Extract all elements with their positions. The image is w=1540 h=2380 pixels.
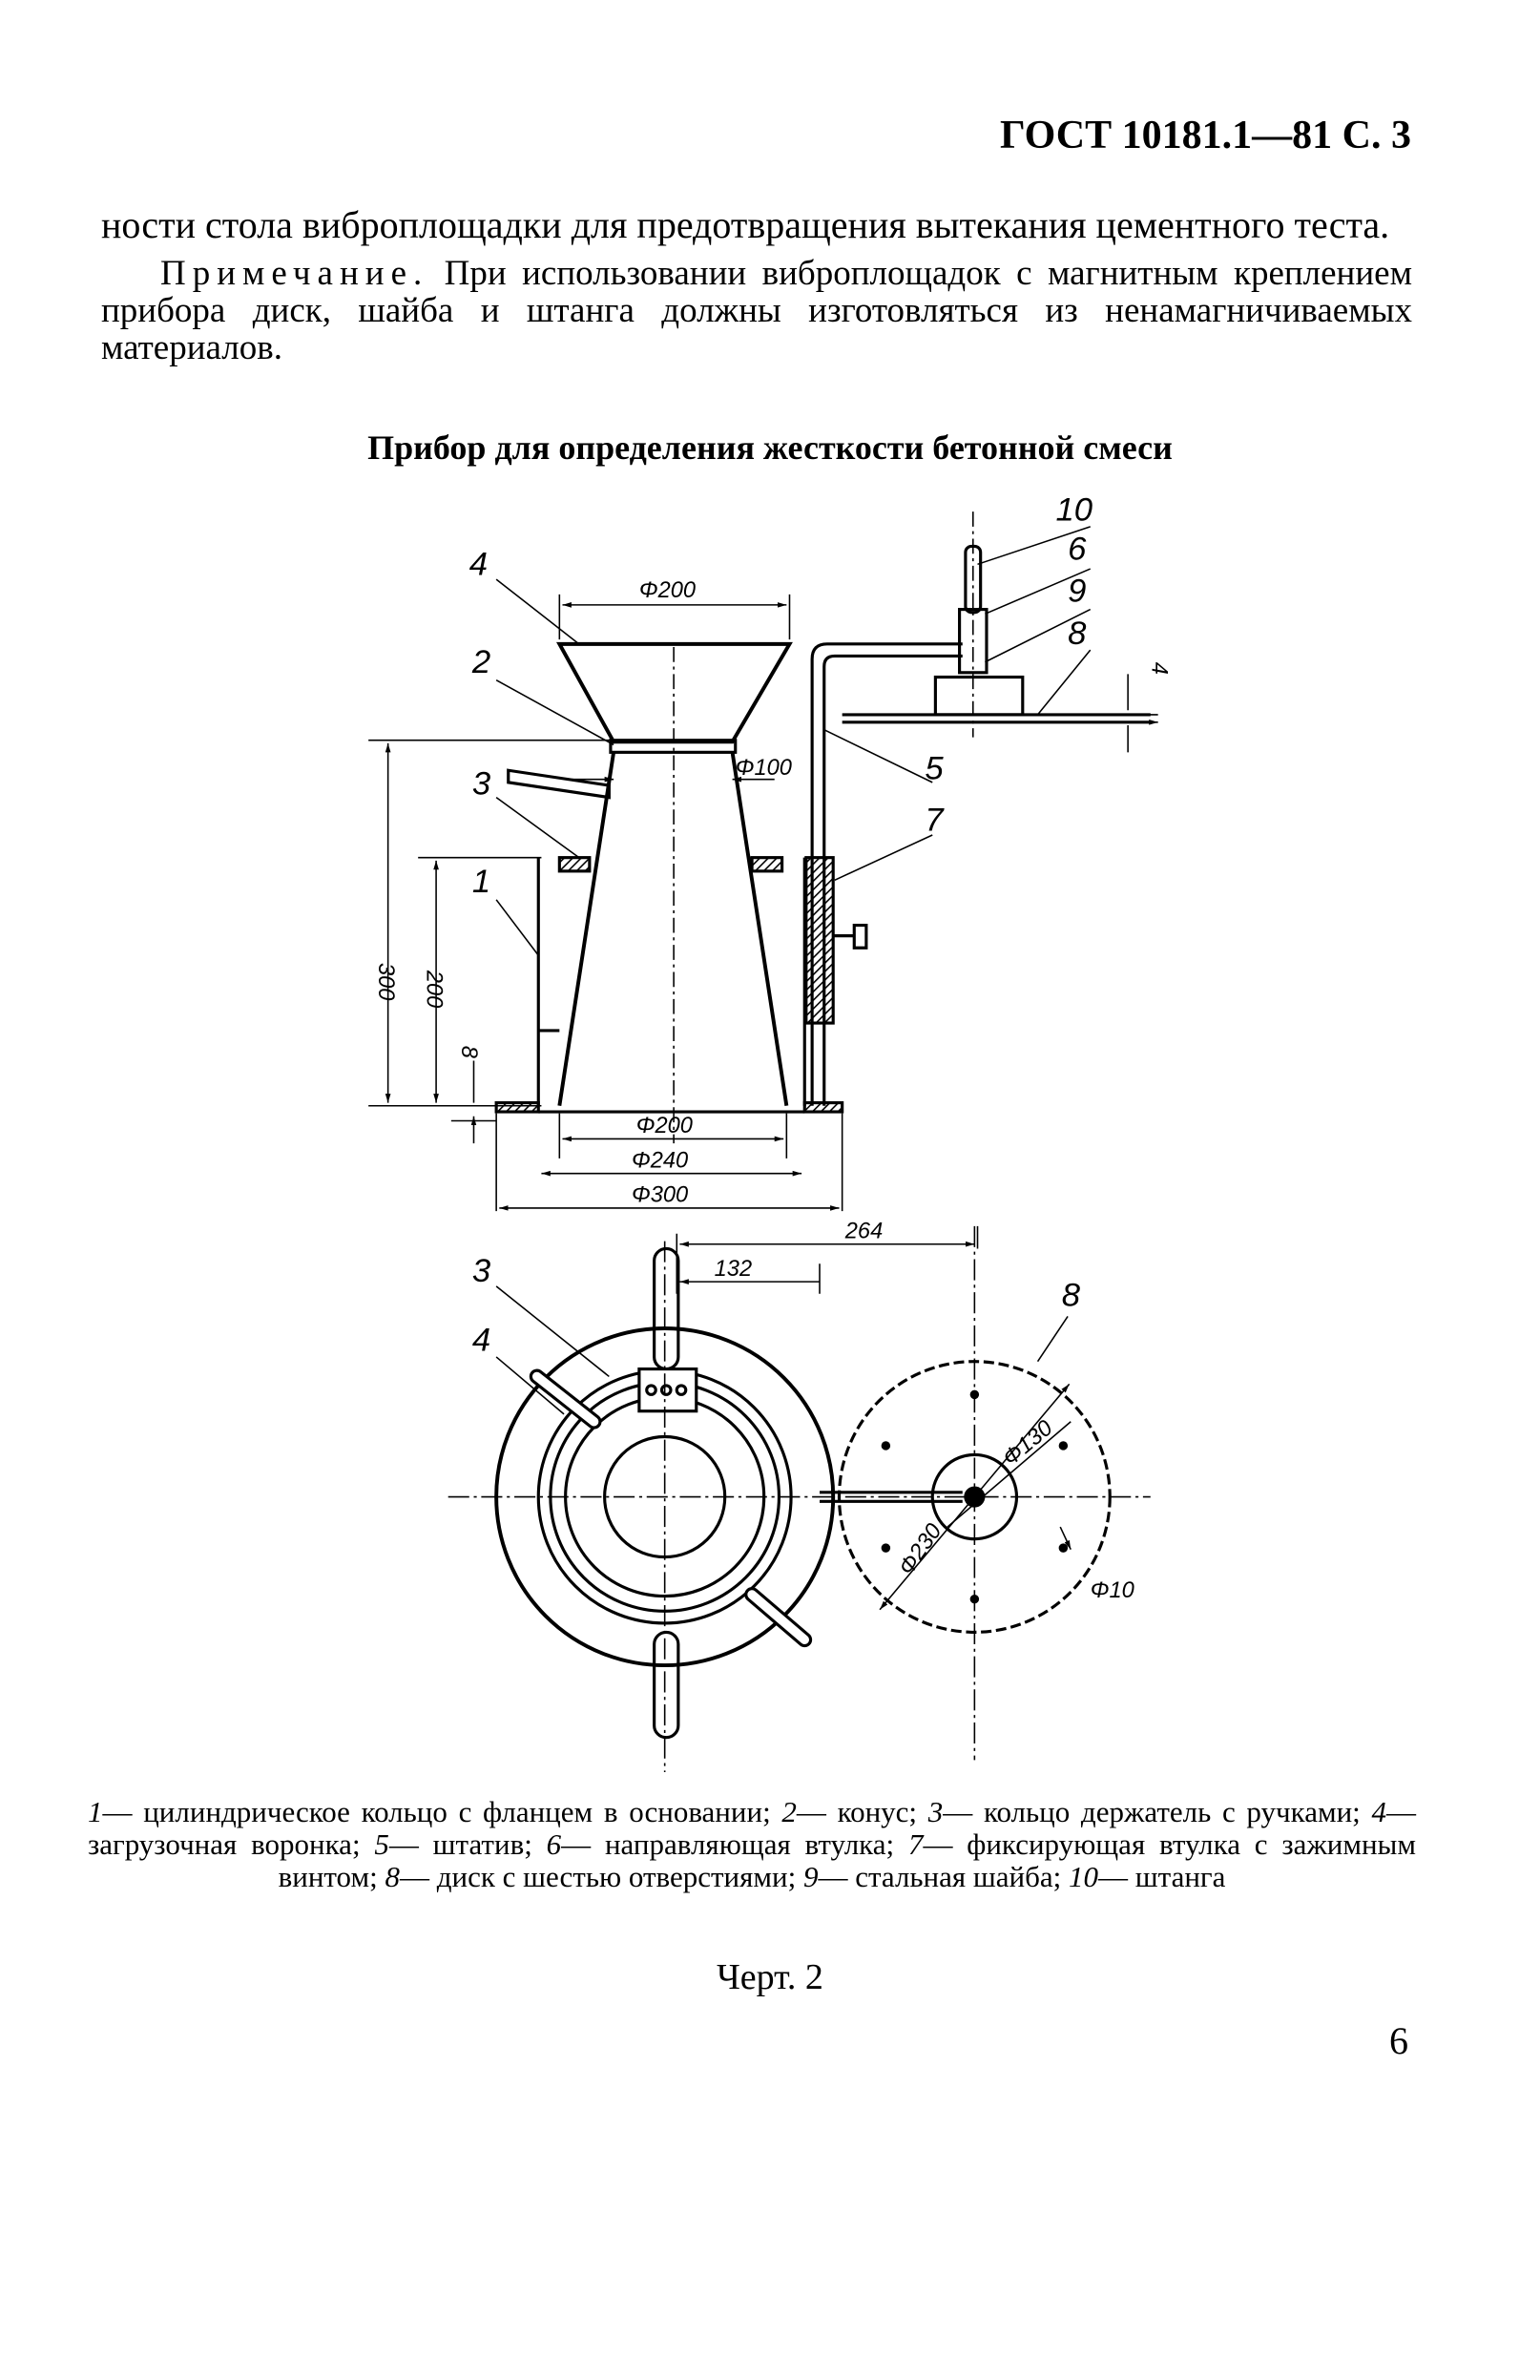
guide-sleeve — [958, 608, 989, 675]
dim-base-200: Φ200 — [636, 1114, 693, 1138]
label-10: 10 — [1055, 492, 1093, 529]
label-8-plan: 8 — [1062, 1277, 1081, 1313]
clamp-screw — [833, 924, 868, 950]
legend-num: 3 — [927, 1795, 944, 1828]
label-3-plan: 3 — [472, 1253, 490, 1289]
figure-legend: 1— цилиндрическое кольцо с фланцем в осн… — [88, 1796, 1416, 1893]
dim-300: Φ300 — [632, 1183, 688, 1208]
cone — [557, 752, 789, 1107]
legend-text: — стальная шайба; — [818, 1860, 1070, 1893]
disk — [842, 713, 1151, 724]
label-3: 3 — [472, 765, 490, 802]
holder-ring-right — [750, 856, 784, 873]
label-4: 4 — [469, 546, 488, 582]
label-6: 6 — [1068, 532, 1087, 568]
label-2: 2 — [471, 644, 490, 680]
dim-10: Φ10 — [1091, 1578, 1134, 1603]
label-1: 1 — [472, 864, 490, 900]
dim-height-200: 200 — [422, 970, 447, 1008]
elevation-view — [368, 511, 1157, 1294]
legend-text: — конус; — [796, 1795, 928, 1828]
note-text: При использовании виброплощадок с магнит… — [101, 254, 1412, 367]
legend-text: — кольцо держатель с ручками; — [943, 1795, 1372, 1828]
legend-text: — цилиндрическое кольцо с фланцем в осно… — [102, 1795, 782, 1828]
document-header: ГОСТ 10181.1—81 С. 3 — [999, 114, 1411, 157]
stand — [810, 642, 963, 1106]
legend-num: 2 — [781, 1795, 797, 1828]
legend-num: 8 — [385, 1860, 400, 1893]
top-handle — [653, 1246, 680, 1371]
dim-height-8: 8 — [456, 1046, 481, 1058]
dim-240: Φ240 — [632, 1148, 688, 1173]
legend-num: 10 — [1069, 1860, 1099, 1893]
label-8: 8 — [1068, 616, 1087, 652]
bottom-handle — [653, 1630, 680, 1740]
drawing-labels: 4 2 3 1 10 6 9 8 5 7 3 4 8 — [469, 492, 1093, 1359]
label-4-plan: 4 — [472, 1323, 490, 1359]
page-number: 6 — [1389, 2019, 1408, 2062]
label-9: 9 — [1068, 574, 1086, 610]
legend-text: — штанга — [1098, 1860, 1226, 1893]
flange-left — [494, 1101, 540, 1114]
dim-130: Φ130 — [998, 1416, 1057, 1472]
legend-text: — направляющая втулка; — [561, 1827, 908, 1861]
dim-230: Φ230 — [894, 1519, 947, 1579]
dim-height-300: 300 — [373, 963, 398, 1000]
label-5: 5 — [925, 751, 944, 787]
legend-num: 5 — [374, 1827, 389, 1861]
figure-number: Черт. 2 — [717, 1957, 823, 1997]
legend-text: — штатив; — [388, 1827, 547, 1861]
holder-ring-left — [557, 856, 592, 873]
legend-text: — диск с шестью отверстиями; — [399, 1860, 803, 1893]
legend-num: 1 — [88, 1795, 103, 1828]
legend-num: 9 — [802, 1860, 819, 1893]
body-text: ности стола виброплощадки для предотвращ… — [101, 202, 1412, 366]
dim-neck-diameter: Φ100 — [736, 756, 792, 781]
legend-num: 7 — [907, 1827, 924, 1861]
plan-view — [447, 1225, 1151, 1772]
dim-top-diameter: Φ200 — [639, 578, 696, 603]
dim-thickness-4: 4 — [1146, 662, 1171, 675]
washer — [933, 675, 1025, 717]
legend-num: 4 — [1371, 1795, 1386, 1828]
legend-text: — фиксирующая втулка с зажимным винтом; — [278, 1827, 1417, 1893]
legend-text: — загрузочная воронка; — [88, 1795, 1416, 1861]
fixing-sleeve — [804, 856, 835, 1025]
legend-num: 6 — [546, 1827, 562, 1861]
dim-132: 132 — [715, 1257, 752, 1282]
dimension-labels: Φ200 Φ100 300 200 8 4 Φ200 Φ240 Φ300 264… — [373, 578, 1171, 1603]
note-label: Примечание. — [160, 254, 429, 293]
note: Примечание. При использовании виброплоща… — [101, 255, 1412, 366]
paragraph: ности стола виброплощадки для предотвращ… — [101, 203, 1390, 246]
label-7: 7 — [925, 802, 945, 838]
handle — [507, 768, 611, 800]
dim-264: 264 — [844, 1219, 883, 1243]
figure-title: Прибор для определения жесткости бетонно… — [367, 428, 1173, 467]
